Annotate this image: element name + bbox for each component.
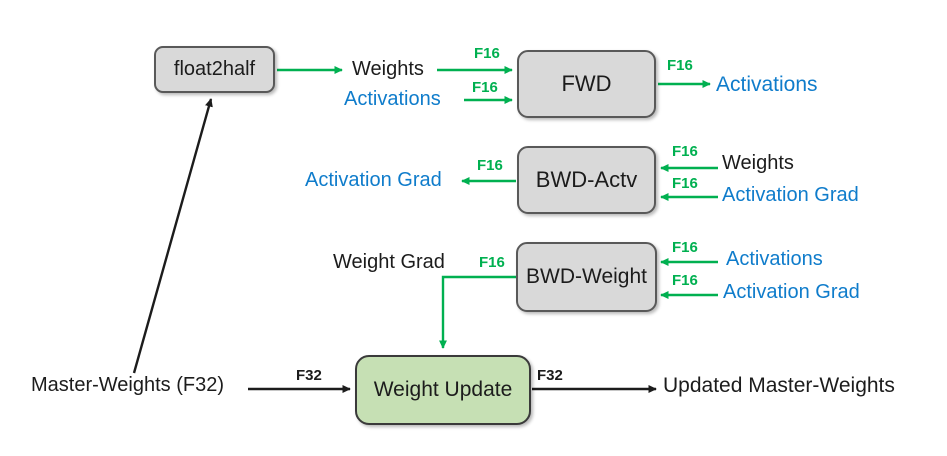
- label-f16-activations-bwdweight: F16: [672, 239, 698, 256]
- arrow-bwdweight-to-weight-update: [439, 275, 516, 349]
- node-bwd-weight-label: BWD-Weight: [526, 265, 647, 288]
- label-activation-grad-output: Activation Grad: [305, 169, 442, 191]
- node-bwd-actv-label: BWD-Actv: [535, 167, 638, 192]
- label-activations-bwdweight-input: Activations: [726, 248, 823, 270]
- label-f32-weight-update: F32: [537, 367, 563, 384]
- label-f16-activation-grad-bwdweight: F16: [672, 272, 698, 289]
- label-f16-weight-grad: F16: [479, 254, 505, 271]
- label-updated-master-weights: Updated Master-Weights: [663, 374, 895, 397]
- label-weights-bwdactv-input: Weights: [722, 152, 794, 174]
- node-weight-update: Weight Update: [355, 355, 531, 425]
- label-f16-bwdactv-output: F16: [477, 157, 503, 174]
- node-fwd: FWD: [517, 50, 656, 118]
- label-f16-activations-fwd: F16: [472, 79, 498, 96]
- label-f16-weights-fwd: F16: [474, 45, 500, 62]
- label-f16-fwd-output: F16: [667, 57, 693, 74]
- label-weights-fwd-input: Weights: [352, 58, 424, 80]
- node-float2half: float2half: [154, 46, 275, 93]
- node-weight-update-label: Weight Update: [373, 378, 513, 401]
- arrow-master-weights-to-float2half: [132, 98, 213, 374]
- label-f16-activation-grad-bwdactv: F16: [672, 175, 698, 192]
- label-f32-master-weights: F32: [296, 367, 322, 384]
- label-activation-grad-bwdweight-input: Activation Grad: [723, 281, 860, 303]
- node-float2half-label: float2half: [173, 58, 256, 80]
- node-fwd-label: FWD: [561, 71, 612, 96]
- node-bwd-weight: BWD-Weight: [516, 242, 657, 312]
- label-f16-weights-bwdactv: F16: [672, 143, 698, 160]
- label-weight-grad: Weight Grad: [333, 251, 445, 273]
- label-master-weights: Master-Weights (F32): [31, 374, 225, 396]
- node-bwd-actv: BWD-Actv: [517, 146, 656, 214]
- label-activations-fwd-output: Activations: [716, 73, 818, 96]
- label-activations-fwd-input: Activations: [344, 88, 441, 110]
- label-activation-grad-bwdactv-input: Activation Grad: [722, 184, 859, 206]
